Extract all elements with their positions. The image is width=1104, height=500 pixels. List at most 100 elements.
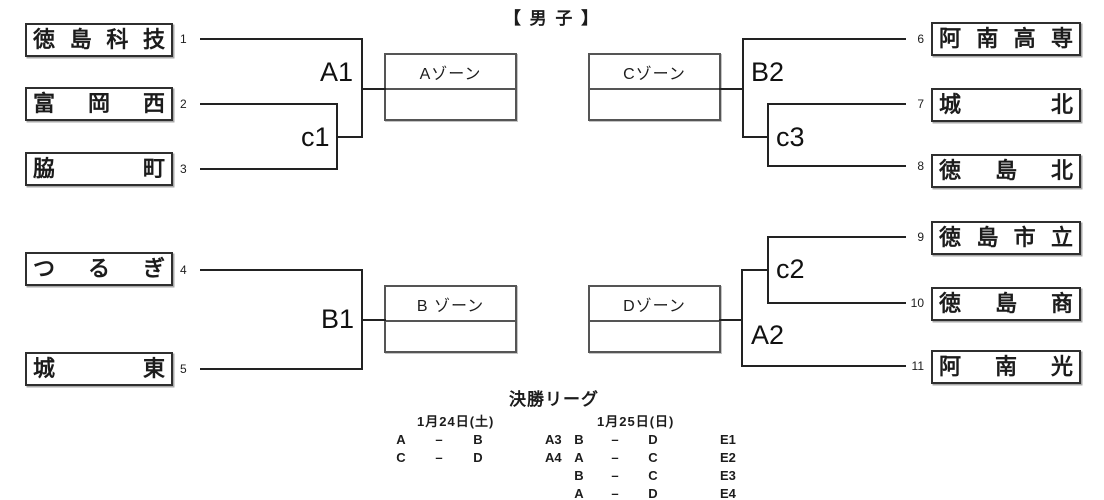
bracket-line: [361, 88, 386, 90]
final-league-match-row: A – B A3: [394, 433, 571, 447]
final-league-match-row: A – C E2: [572, 451, 746, 465]
seed-9: 9: [917, 230, 924, 244]
seed-10: 10: [910, 296, 924, 310]
bracket-line: [741, 269, 743, 367]
team-name-7: 城北: [939, 92, 1073, 117]
bracket-line: [361, 319, 386, 321]
seed-6: 6: [917, 32, 924, 46]
page-title: 【 男 子 】: [503, 9, 601, 28]
bracket-line: [767, 165, 906, 167]
match-code: A4: [545, 450, 562, 465]
match-team-a: A: [396, 432, 406, 447]
seed-5: 5: [180, 362, 187, 376]
zone-box-c: Cゾーン: [588, 53, 721, 121]
match-label-c3: c3: [776, 122, 805, 152]
bracket-line: [742, 38, 906, 40]
zone-label-b: B ゾーン: [386, 287, 515, 322]
match-code: E4: [720, 486, 736, 500]
zone-winner-slot-b: [386, 322, 515, 351]
final-league-date-day2: 1月25日(日): [597, 414, 675, 429]
match-code: E1: [720, 432, 736, 447]
seed-4: 4: [180, 263, 187, 277]
team-name-9: 徳島市立: [939, 225, 1073, 250]
vs-dash: –: [611, 432, 619, 447]
zone-box-a: Aゾーン: [384, 53, 517, 121]
bracket-line: [200, 368, 363, 370]
bracket-line: [767, 103, 906, 105]
match-team-b: D: [648, 486, 658, 500]
match-team-b: D: [473, 450, 483, 465]
match-label-b1: B1: [321, 304, 355, 334]
team-name-4: つるぎ: [33, 256, 165, 281]
match-team-a: C: [396, 450, 406, 465]
bracket-line: [719, 319, 743, 321]
vs-dash: –: [435, 450, 443, 465]
zone-label-d: Dゾーン: [590, 287, 719, 322]
bracket-line: [767, 236, 906, 238]
seed-8: 8: [917, 159, 924, 173]
match-team-b: C: [648, 450, 658, 465]
team-name-3: 脇町: [33, 156, 165, 181]
seed-3: 3: [180, 162, 187, 176]
final-league-match-row: C – D A4: [394, 451, 571, 465]
final-league-match-row: A – D E4: [572, 487, 746, 500]
seed-11: 11: [911, 359, 924, 373]
final-league-match-row: B – C E3: [572, 469, 746, 483]
match-label-a1: A1: [320, 57, 354, 87]
bracket-line: [767, 236, 769, 304]
team-box-8: 徳島北: [931, 154, 1081, 188]
match-label-b2: B2: [751, 57, 785, 87]
match-team-a: B: [574, 468, 584, 483]
vs-dash: –: [611, 486, 619, 500]
seed-2: 2: [180, 97, 187, 111]
bracket-line: [742, 38, 744, 138]
vs-dash: –: [611, 450, 619, 465]
bracket-line: [200, 269, 363, 271]
match-team-a: A: [574, 486, 584, 500]
team-box-2: 富岡西: [25, 87, 173, 121]
team-name-8: 徳島北: [939, 158, 1073, 183]
vs-dash: –: [435, 432, 443, 447]
team-box-6: 阿南高専: [931, 22, 1081, 56]
bracket-line: [200, 168, 338, 170]
zone-winner-slot-a: [386, 90, 515, 119]
team-box-10: 徳島商: [931, 287, 1081, 321]
bracket-line: [741, 269, 769, 271]
bracket-line: [719, 88, 744, 90]
team-box-7: 城北: [931, 88, 1081, 122]
bracket-line: [741, 365, 906, 367]
vs-dash: –: [611, 468, 619, 483]
bracket-line: [200, 103, 338, 105]
team-box-4: つるぎ: [25, 252, 173, 286]
zone-label-a: Aゾーン: [386, 55, 515, 90]
team-name-5: 城東: [33, 356, 165, 381]
zone-box-b: B ゾーン: [384, 285, 517, 353]
match-code: E3: [720, 468, 736, 483]
match-team-b: C: [648, 468, 658, 483]
zone-box-d: Dゾーン: [588, 285, 721, 353]
seed-1: 1: [180, 32, 187, 46]
zone-label-c: Cゾーン: [590, 55, 719, 90]
bracket-line: [742, 136, 769, 138]
team-name-10: 徳島商: [939, 291, 1073, 316]
match-team-a: A: [574, 450, 584, 465]
match-label-c1: c1: [301, 122, 330, 152]
match-team-a: B: [574, 432, 584, 447]
match-team-b: D: [648, 432, 658, 447]
match-label-a2: A2: [751, 320, 785, 350]
final-league-match-row: B – D E1: [572, 433, 746, 447]
team-box-9: 徳島市立: [931, 221, 1081, 255]
team-name-1: 徳島科技: [33, 27, 165, 52]
bracket-line: [200, 38, 362, 40]
team-box-11: 阿南光: [931, 350, 1081, 384]
seed-7: 7: [917, 97, 924, 111]
team-name-2: 富岡西: [33, 91, 165, 116]
team-box-3: 脇町: [25, 152, 173, 186]
team-name-6: 阿南高専: [939, 26, 1073, 51]
bracket-line: [767, 302, 906, 304]
team-box-1: 徳島科技: [25, 23, 173, 57]
team-name-11: 阿南光: [939, 354, 1073, 379]
zone-winner-slot-c: [590, 90, 719, 119]
team-box-5: 城東: [25, 352, 173, 386]
